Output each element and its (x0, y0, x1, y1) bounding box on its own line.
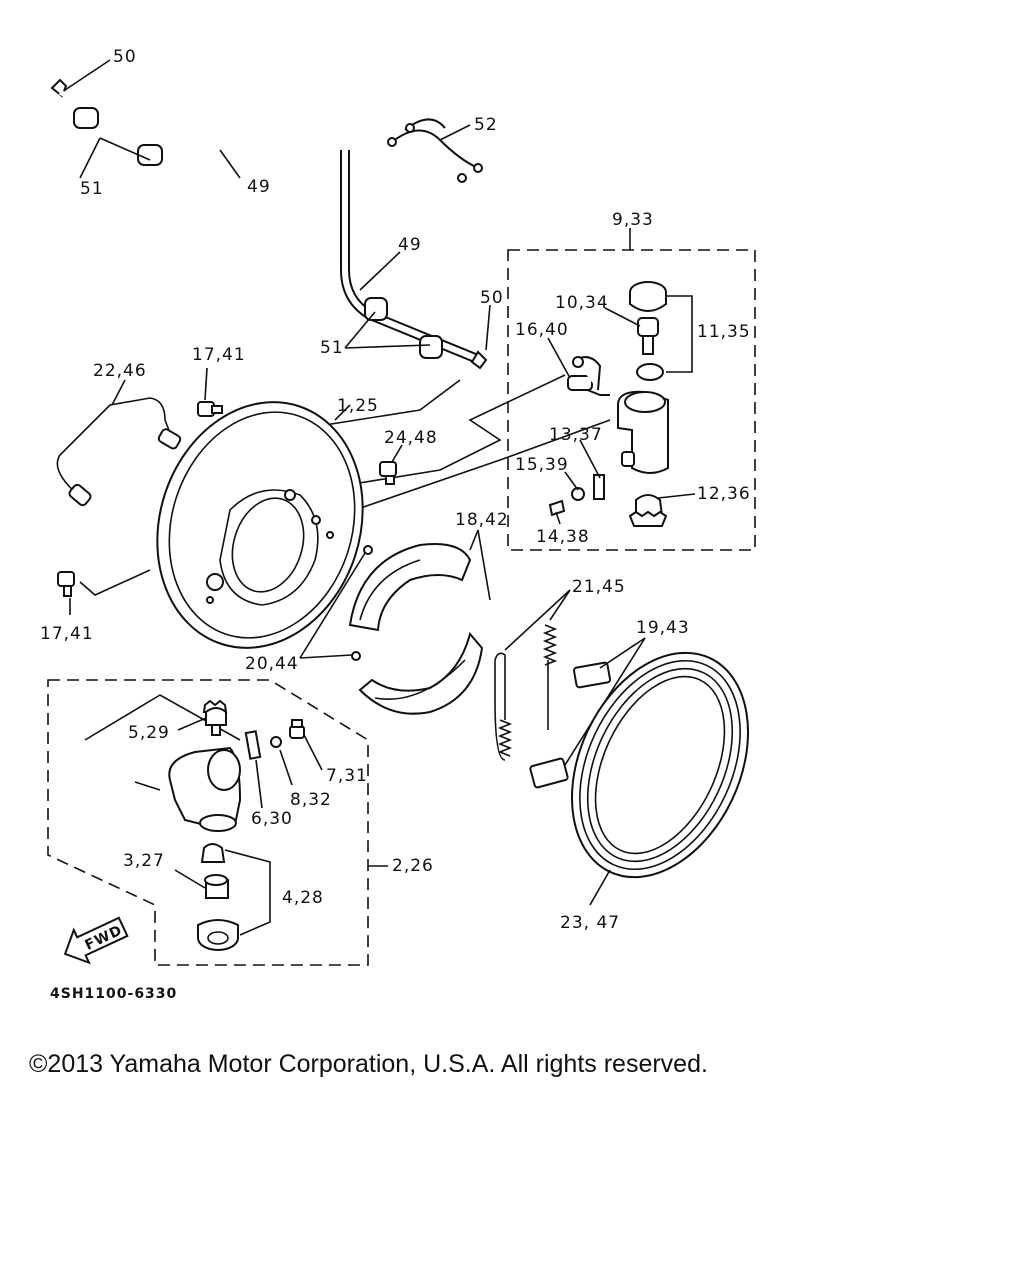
leader-line (477, 529, 491, 601)
callout-16-40: 16,40 (515, 320, 569, 340)
callout-14-38: 14,38 (536, 527, 590, 547)
leader-line (469, 529, 479, 551)
pin-20-44 (299, 545, 373, 661)
callout-5-29: 5,29 (128, 723, 170, 743)
wheel-cylinder-left (168, 699, 323, 951)
brake-drum (571, 651, 749, 906)
callout-4-28: 4,28 (282, 888, 324, 908)
springs-21-45 (494, 589, 571, 761)
brake-shoe-lower (358, 631, 484, 715)
callout-11-35: 11,35 (697, 322, 751, 342)
copyright-notice: ©2013 Yamaha Motor Corporation, U.S.A. A… (29, 1050, 708, 1078)
callout-7-31: 7,31 (326, 766, 368, 786)
bolt-17-41-top (197, 367, 223, 417)
callout-51-middle: 51 (320, 338, 344, 358)
callout-13-37: 13,37 (549, 425, 603, 445)
callout-6-30: 6,30 (251, 809, 293, 829)
leader-line (134, 781, 161, 791)
group-box-2-26 (47, 679, 369, 966)
group-box-9-33 (507, 249, 756, 551)
callout-21-45: 21,45 (572, 577, 626, 597)
hose-assembly-top-left (50, 59, 241, 179)
callout-17-41-top: 17,41 (192, 345, 246, 365)
callout-15-39: 15,39 (515, 455, 569, 475)
callout-17-41-bottom: 17,41 (40, 624, 94, 644)
bolt-17-41-bottom (57, 569, 151, 615)
callout-2-26: 2,26 (392, 856, 434, 876)
wheel-cylinder-right (547, 281, 696, 527)
callout-12-36: 12,36 (697, 484, 751, 504)
callout-52: 52 (474, 115, 498, 135)
callout-18-42: 18,42 (455, 510, 509, 530)
callout-10-34: 10,34 (555, 293, 609, 313)
callout-49-top: 49 (247, 177, 271, 197)
brake-shoe-upper (348, 543, 472, 632)
callout-3-27: 3,27 (123, 851, 165, 871)
callout-50-middle: 50 (480, 288, 504, 308)
brake-hose-22-46 (56, 379, 182, 507)
brake-parts-diagram: 50 51 49 52 49 50 51 9,33 (40, 47, 756, 1002)
callout-9-33: 9,33 (612, 210, 654, 230)
callout-51-top: 51 (80, 179, 104, 199)
forward-arrow-icon: FWD (63, 916, 129, 965)
callout-20-44: 20,44 (245, 654, 299, 674)
callout-1-25: 1,25 (337, 396, 379, 416)
callout-8-32: 8,32 (290, 790, 332, 810)
diagram-code: 4SH1100-6330 (50, 986, 177, 1002)
callout-19-43: 19,43 (636, 618, 690, 638)
bolt-24-48 (379, 444, 403, 485)
hose-assembly-middle (340, 150, 491, 370)
callout-22-46: 22,46 (93, 361, 147, 381)
callout-23-47: 23, 47 (560, 913, 620, 933)
callout-50-top: 50 (113, 47, 137, 67)
callout-24-48: 24,48 (384, 428, 438, 448)
brake-backing-plate (156, 401, 364, 649)
clip-part-52 (387, 118, 483, 183)
callout-49-middle: 49 (398, 235, 422, 255)
leader-line (319, 419, 611, 523)
